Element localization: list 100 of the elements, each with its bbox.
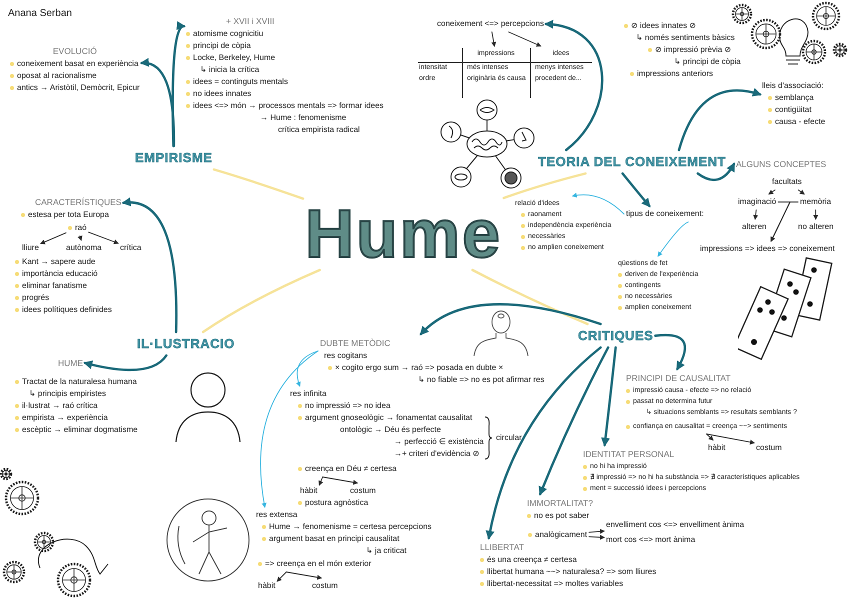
note-text: antics → Aristòtil, Demòcrit, Epicur — [17, 82, 140, 94]
note-text: costum — [350, 485, 376, 497]
note-text: eliminar fanatisme — [22, 280, 87, 292]
note-text: ↳ ja criticat — [366, 545, 406, 557]
note-text: lliure — [22, 242, 39, 254]
note-text: argument gnoseològic → fonamentat causalitat — [305, 412, 472, 424]
note-text: ↳ principi de còpia — [674, 56, 741, 68]
note-text: res cogitans — [324, 350, 368, 362]
note-text: postura agnòstica — [305, 497, 368, 509]
arrow — [753, 210, 758, 220]
note-text: →+ criteri d'evidència ⊘ — [394, 448, 480, 460]
arrow — [296, 350, 318, 387]
note-text: circular — [496, 432, 522, 444]
arrow — [538, 346, 610, 496]
note-text: tipus de coneixement: — [626, 208, 704, 220]
arrow — [78, 235, 82, 241]
note-text: principi de còpia — [193, 40, 251, 52]
note-text: => creença en el món exterior — [265, 558, 372, 570]
note-text: raó — [75, 222, 87, 234]
note-text: memòria — [800, 196, 832, 208]
note-text: facultats — [772, 176, 802, 188]
connector-line — [502, 172, 587, 200]
note-text: res infinita — [290, 388, 326, 400]
arrow — [588, 528, 605, 534]
note-text: progrés — [22, 292, 50, 304]
note-text: ↳ no fiable => no es pot afirmar res — [418, 374, 544, 386]
note-text: contigüitat — [775, 104, 812, 116]
note-text: ↳ només sentiments bàsics — [636, 32, 735, 44]
note-text: → perfecció ∈ existència — [394, 436, 484, 448]
note-text: envelliment cos <=> envelliment ànima — [606, 519, 744, 531]
note-text: escèptic → eliminar dogmatisme — [22, 424, 138, 436]
title-lettering: Hume — [305, 200, 502, 268]
note-text: alteren — [742, 221, 766, 233]
arrow — [491, 32, 496, 47]
section-heading: LLIBERTAT — [480, 541, 524, 554]
note-text: coneixement basat en experiència — [17, 58, 138, 70]
arrow — [286, 572, 322, 580]
note-text: ontològic → Déu és perfecte — [340, 424, 441, 436]
arrow — [706, 434, 755, 445]
note-text: hàbit — [708, 442, 726, 454]
note-text: crítica — [120, 242, 142, 254]
note-text: oposat al racionalisme — [17, 70, 97, 82]
section-heading: ALGUNS CONCEPTES — [736, 158, 826, 171]
note-text: Locke, Berkeley, Hume — [193, 52, 276, 64]
note-text: llibertat-necessitat => moltes variables — [487, 578, 624, 590]
note-text: × cogito ergo sum → raó => posada en dubte × — [335, 362, 504, 374]
note-text: res extensa — [256, 509, 298, 521]
arrow — [318, 476, 324, 486]
arrow — [508, 32, 542, 47]
note-text: creença en Déu ≠ certesa — [305, 463, 397, 475]
arrow — [544, 20, 604, 152]
arrow — [40, 232, 66, 244]
note-text: lleis d'associació: — [762, 80, 824, 92]
note-text: no idees innates — [193, 88, 252, 100]
arrow — [83, 354, 168, 372]
note-text: és una creença ≠ certesa — [487, 554, 577, 566]
author-name: Anana Serban — [8, 7, 72, 21]
section-heading: IMMORTALITAT? — [527, 497, 593, 510]
note-text: no impressió => no idea — [305, 400, 390, 412]
note-text: empirista → experiència — [22, 412, 108, 424]
arrow — [322, 476, 358, 485]
note-text: mort cos <=> mort ànima — [606, 534, 696, 546]
arrow — [140, 58, 176, 148]
note-text: argument basat en principi causalitat — [269, 533, 400, 545]
arrow — [770, 202, 798, 242]
connector-line — [202, 268, 321, 334]
section-heading: IDENTITAT PERSONAL — [583, 448, 674, 461]
topic-heading: TEORIA DEL CONEIXEMENT — [538, 153, 726, 171]
note-text: idees = continguts mentals — [193, 76, 288, 88]
note-text: autònoma — [66, 242, 102, 254]
note-text: imaginació — [738, 196, 776, 208]
note-text: il·lustrat → raó crítica — [22, 400, 98, 412]
note-text: coneixement <=> percepcions — [437, 18, 544, 30]
arrow — [621, 172, 651, 208]
arrow — [798, 190, 805, 195]
note-text: importància educació — [22, 268, 98, 280]
note-text: impressions anteriors — [637, 68, 714, 80]
note-text: → Hume : fenomenisme — [260, 112, 346, 124]
note-text: estesa per tota Europa — [28, 209, 109, 221]
arrow — [588, 534, 605, 540]
note-text: semblança — [775, 92, 814, 104]
note-text: Kant → sapere aude — [22, 256, 96, 268]
note-text: hàbit — [300, 485, 318, 497]
arrow — [172, 24, 186, 148]
arrow — [276, 572, 287, 582]
note-text: atomisme cognicitiu — [193, 28, 264, 40]
note-text: ⊘ idees innates ⊘ — [631, 20, 696, 32]
note-text: costum — [312, 580, 338, 592]
section-heading: HUME — [58, 357, 84, 370]
arrow — [813, 210, 818, 220]
arrow — [88, 232, 119, 244]
note-text: idees <=> món → processos mentals => formar idees — [193, 100, 384, 112]
arrow — [601, 346, 617, 447]
arrow — [654, 334, 686, 371]
note-text: ↳ principis empiristes — [29, 388, 106, 400]
arrow — [260, 350, 318, 508]
section-heading: EVOLUCIÓ — [52, 45, 97, 58]
section-heading: DUBTE METÒDIC — [320, 337, 390, 350]
arrow — [658, 222, 689, 257]
section-heading: + XVII i XVIII — [226, 15, 274, 28]
